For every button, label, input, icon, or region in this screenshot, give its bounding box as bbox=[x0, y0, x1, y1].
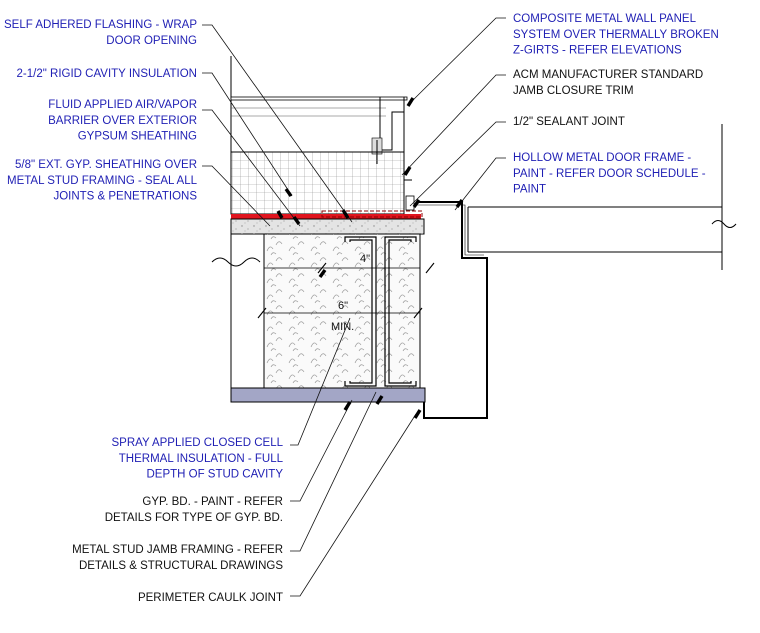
hollow-metal-door-frame bbox=[411, 201, 488, 419]
door-leaf bbox=[467, 124, 737, 270]
bottom-callout-4: PERIMETER CAULK JOINT bbox=[138, 592, 283, 604]
callouts-bottom: SPRAY APPLIED CLOSED CELL THERMAL INSULAT… bbox=[72, 437, 283, 604]
right-callout-1-line-2: SYSTEM OVER THERMALLY BROKEN bbox=[513, 29, 719, 41]
bottom-callout-2-line-1: GYP. BD. - PAINT - REFER bbox=[142, 496, 283, 508]
cavity-depth-dimension: 6" bbox=[338, 300, 348, 312]
bottom-callout-2-line-2: DETAILS FOR TYPE OF GYP. BD. bbox=[105, 512, 283, 524]
left-callout-3-line-3: GYPSUM SHEATHING bbox=[78, 131, 197, 143]
left-callout-4-line-1: 5/8" EXT. GYP. SHEATHING OVER bbox=[15, 159, 197, 171]
metal-stud-framing bbox=[344, 236, 417, 387]
leader-ticks bbox=[276, 97, 464, 419]
dimension-text: 4" 6" MIN. bbox=[331, 253, 370, 333]
bottom-callout-1-line-1: SPRAY APPLIED CLOSED CELL bbox=[111, 437, 283, 449]
left-callout-2-line-1: 2-1/2" RIGID CAVITY INSULATION bbox=[17, 68, 197, 80]
left-callout-3: FLUID APPLIED AIR/VAPOR BARRIER OVER EXTE… bbox=[48, 99, 197, 143]
left-callout-1: SELF ADHERED FLASHING - WRAP DOOR OPENING bbox=[4, 19, 197, 47]
wall-break-line bbox=[211, 234, 261, 402]
right-callout-2-line-2: JAMB CLOSURE TRIM bbox=[513, 85, 634, 97]
dimension-ticks bbox=[257, 262, 435, 319]
left-callout-2: 2-1/2" RIGID CAVITY INSULATION bbox=[17, 68, 197, 80]
left-callout-4-line-3: JOINTS & PENETRATIONS bbox=[53, 191, 197, 203]
right-callout-4-line-2: PAINT - REFER DOOR SCHEDULE - bbox=[513, 168, 706, 180]
rigid-cavity-insulation bbox=[230, 151, 405, 215]
right-callout-2: ACM MANUFACTURER STANDARD JAMB CLOSURE TR… bbox=[513, 69, 703, 97]
right-callout-3-line-1: 1/2" SEALANT JOINT bbox=[513, 116, 625, 128]
right-callout-1-line-1: COMPOSITE METAL WALL PANEL bbox=[513, 13, 697, 25]
bottom-callout-1: SPRAY APPLIED CLOSED CELL THERMAL INSULAT… bbox=[111, 437, 283, 481]
callouts-left: SELF ADHERED FLASHING - WRAP DOOR OPENING… bbox=[4, 19, 198, 203]
interior-gypsum-board bbox=[230, 387, 426, 403]
left-callout-1-line-1: SELF ADHERED FLASHING - WRAP bbox=[4, 19, 197, 31]
left-callout-4-line-2: METAL STUD FRAMING - SEAL ALL bbox=[7, 175, 198, 187]
left-callout-4: 5/8" EXT. GYP. SHEATHING OVER METAL STUD … bbox=[7, 159, 198, 203]
bottom-callout-3: METAL STUD JAMB FRAMING - REFER DETAILS &… bbox=[72, 544, 283, 572]
self-adhered-flashing bbox=[321, 210, 423, 218]
bottom-callout-3-line-1: METAL STUD JAMB FRAMING - REFER bbox=[72, 544, 283, 556]
right-callout-1-line-3: Z-GIRTS - REFER ELEVATIONS bbox=[513, 45, 682, 57]
left-callout-3-line-1: FLUID APPLIED AIR/VAPOR bbox=[48, 99, 197, 111]
dimension-lines bbox=[264, 267, 420, 314]
right-callout-4-line-3: PAINT bbox=[513, 184, 546, 196]
right-callout-4: HOLLOW METAL DOOR FRAME - PAINT - REFER D… bbox=[513, 152, 706, 196]
bottom-callout-1-line-3: DEPTH OF STUD CAVITY bbox=[146, 469, 283, 481]
left-callout-3-line-2: BARRIER OVER EXTERIOR bbox=[48, 115, 197, 127]
sealant-joint bbox=[405, 195, 415, 211]
bottom-callout-2: GYP. BD. - PAINT - REFER DETAILS FOR TYPE… bbox=[105, 496, 283, 524]
right-callout-3: 1/2" SEALANT JOINT bbox=[513, 116, 625, 128]
leader-lines bbox=[202, 17, 506, 597]
right-callout-1: COMPOSITE METAL WALL PANEL SYSTEM OVER TH… bbox=[513, 13, 719, 57]
bottom-callout-3-line-2: DETAILS & STRUCTURAL DRAWINGS bbox=[79, 560, 283, 572]
right-callout-4-line-1: HOLLOW METAL DOOR FRAME - bbox=[513, 152, 691, 164]
callouts-right: COMPOSITE METAL WALL PANEL SYSTEM OVER TH… bbox=[513, 13, 719, 196]
left-callout-1-line-2: DOOR OPENING bbox=[106, 35, 197, 47]
stud-depth-dimension: 4" bbox=[360, 253, 370, 265]
bottom-callout-1-line-2: THERMAL INSULATION - FULL bbox=[119, 453, 284, 465]
cavity-depth-min-note: MIN. bbox=[331, 321, 354, 333]
right-callout-2-line-1: ACM MANUFACTURER STANDARD bbox=[513, 69, 703, 81]
bottom-callout-4-line-1: PERIMETER CAULK JOINT bbox=[138, 592, 283, 604]
